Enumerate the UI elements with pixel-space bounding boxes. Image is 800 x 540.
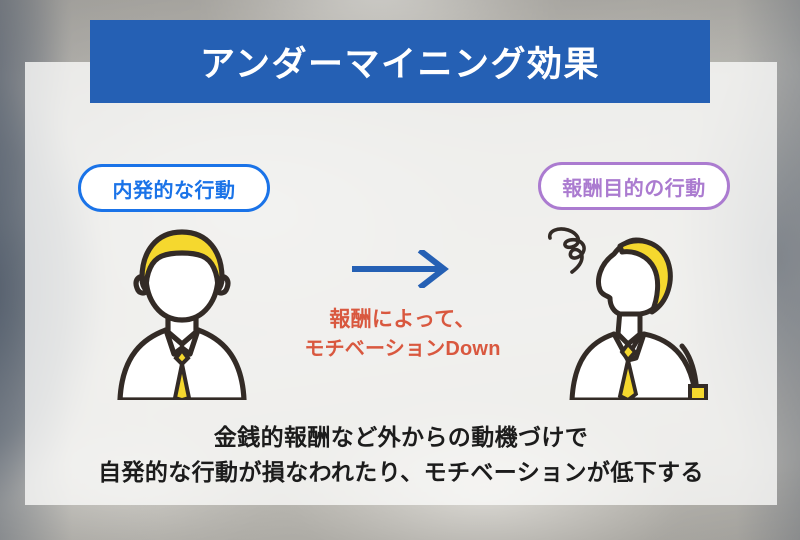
arrow-right-icon xyxy=(351,247,449,291)
title-banner: アンダーマイニング効果 xyxy=(90,20,710,103)
cuff-shape xyxy=(688,384,708,402)
businessman-profile-icon xyxy=(547,227,708,403)
page-title: アンダーマイニング効果 xyxy=(199,45,601,84)
caption-line1: 金銭的報酬など外からの動機づけで xyxy=(213,424,589,450)
transition-arrow xyxy=(351,247,452,291)
center-note-line2: モチベーションDown xyxy=(304,337,501,360)
spiral-gloom-icon xyxy=(547,227,586,274)
caption-block: 金銭的報酬など外からの動機づけで 自発的な行動が損なわれたり、モチベーションが低… xyxy=(25,420,777,490)
badge-reward-label: 報酬目的の行動 xyxy=(562,177,706,200)
badge-intrinsic-behavior: 内発的な行動 xyxy=(78,164,270,212)
left-figure xyxy=(82,222,282,403)
caption-line2: 自発的な行動が損なわれたり、モチベーションが低下する xyxy=(98,458,704,485)
center-note-line1: 報酬によって、 xyxy=(329,308,476,331)
businessman-front-icon xyxy=(117,229,247,403)
badge-intrinsic-label: 内発的な行動 xyxy=(112,179,236,202)
badge-reward-behavior: 報酬目的の行動 xyxy=(538,162,730,210)
center-note: 報酬によって、 モチベーションDown xyxy=(270,305,535,363)
hair-shape xyxy=(139,229,225,293)
right-figure xyxy=(540,218,740,403)
hair-shape xyxy=(617,238,673,315)
